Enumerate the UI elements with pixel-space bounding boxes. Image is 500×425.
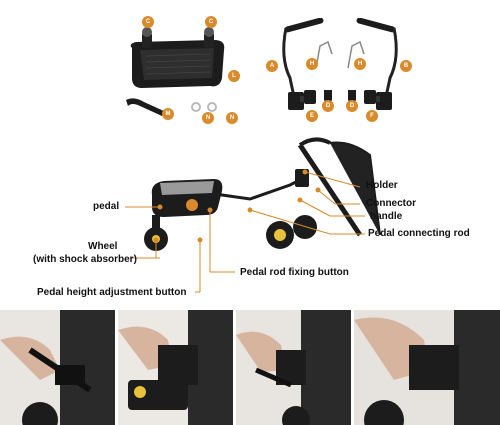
part-badge-d: D [322,100,334,112]
parts-overview: C C L M N N A B H H D D E F [0,0,500,130]
step-photo-2-image [118,310,233,425]
callout-handle: handle [370,211,403,222]
callout-connector: Connector [366,198,416,209]
nuts-image [191,102,217,112]
part-badge-n: N [202,112,214,124]
part-badge-a: A [266,60,278,72]
callout-pedal-connecting-rod: Pedal connecting rod [368,228,470,239]
part-badge-l: L [228,70,240,82]
assembled-board-image [144,137,381,251]
small-parts-image [304,90,376,104]
part-badge-h: H [306,58,318,70]
pedal-board-image [130,27,225,88]
callout-wheel: Wheel [88,241,118,252]
step-photo-4 [354,310,500,425]
step-photo-3-image [236,310,351,425]
step-photo-1-image [0,310,115,425]
springs-image [315,40,365,69]
part-badge-n: N [226,112,238,124]
part-badge-c: C [205,16,217,28]
callout-pedal-height-adjustment-button: Pedal height adjustment button [37,287,187,298]
part-badge-c: C [142,16,154,28]
step-photo-4-image [354,310,500,425]
part-badge-e: E [306,110,318,122]
part-badge-f: F [366,110,378,122]
step-photo-2 [118,310,233,425]
part-badge-d: D [346,100,358,112]
strap-image [126,98,166,116]
part-badge-b: B [400,60,412,72]
part-badge-m: M [162,108,174,120]
callout-pedal: pedal [93,201,120,212]
callout-pedal-rod-fixing-button: Pedal rod fixing button [240,267,349,278]
callout-lines [125,169,365,293]
part-badge-h: H [354,58,366,70]
step-photo-3 [236,310,351,425]
step-photo-1 [0,310,115,425]
callout-holder: Holder [366,180,398,191]
callout-wheel-note: (with shock absorber) [33,254,137,265]
